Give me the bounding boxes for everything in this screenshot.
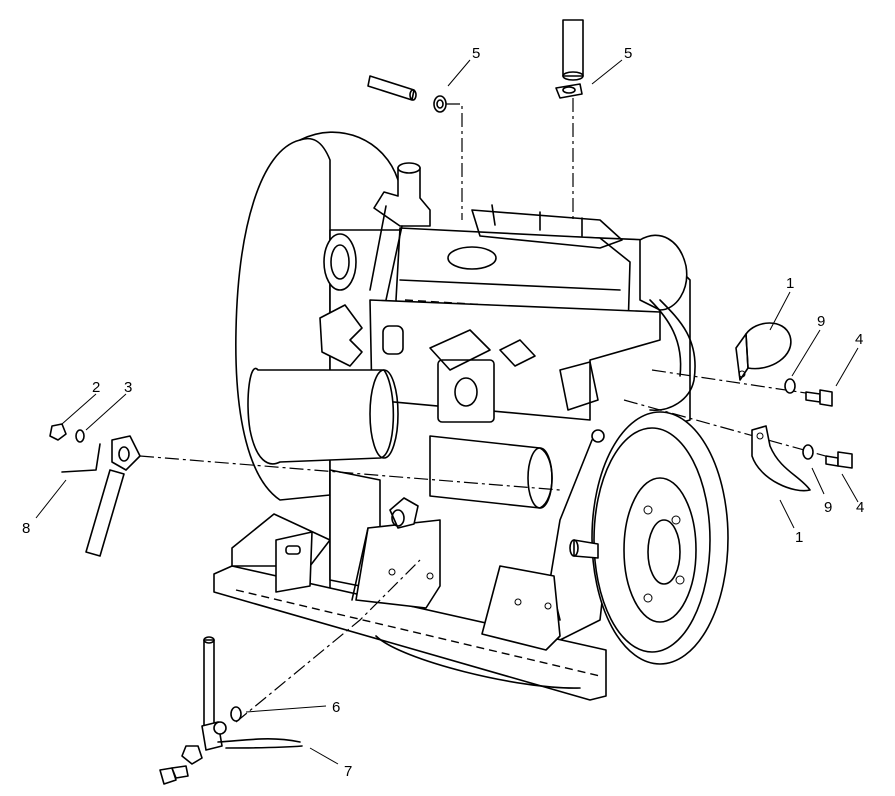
bolt-4-upper [805,389,833,407]
callout-5-right: 5 [624,45,632,62]
starter-motor [247,367,553,509]
washer-6 [230,706,242,722]
washer-9-lower [802,444,814,460]
washer-3 [75,429,85,443]
callout-1-upper: 1 [786,275,794,292]
washer-9-upper [784,378,796,394]
callout-2: 2 [92,379,100,396]
callout-8: 8 [22,520,30,537]
clip-5-left [433,95,447,113]
nut-2 [49,423,67,441]
callout-leaders [35,59,859,765]
intake-port [319,233,363,367]
rod-end-8 [61,435,141,557]
cable-7 [213,721,303,749]
callout-4-upper: 4 [855,331,863,348]
callout-3: 3 [124,379,132,396]
callout-5-left: 5 [472,45,480,62]
clamp-1-lower [751,425,811,492]
clip-5-right [555,83,583,99]
linkage-rod [201,636,223,751]
callout-7: 7 [344,763,352,780]
engine-base-frame [213,469,607,701]
bolt-4-lower [825,451,853,469]
nut-bottom [181,745,203,765]
cable-rod-right [562,19,584,81]
crankshaft-pulley [569,411,729,665]
callout-9-upper: 9 [817,313,825,330]
clamp-1-upper [735,322,792,381]
callout-4-lower: 4 [856,499,864,516]
callout-1-lower: 1 [795,529,803,546]
cable-rod-left [367,75,417,101]
bolt-bottom [159,765,189,785]
callout-labels: 5 5 1 9 4 2 3 8 9 4 1 6 7 [22,45,864,780]
callout-9-lower: 9 [824,499,832,516]
oil-filler-pipe [369,162,431,301]
coolant-hoses [639,234,696,411]
callout-6: 6 [332,699,340,716]
